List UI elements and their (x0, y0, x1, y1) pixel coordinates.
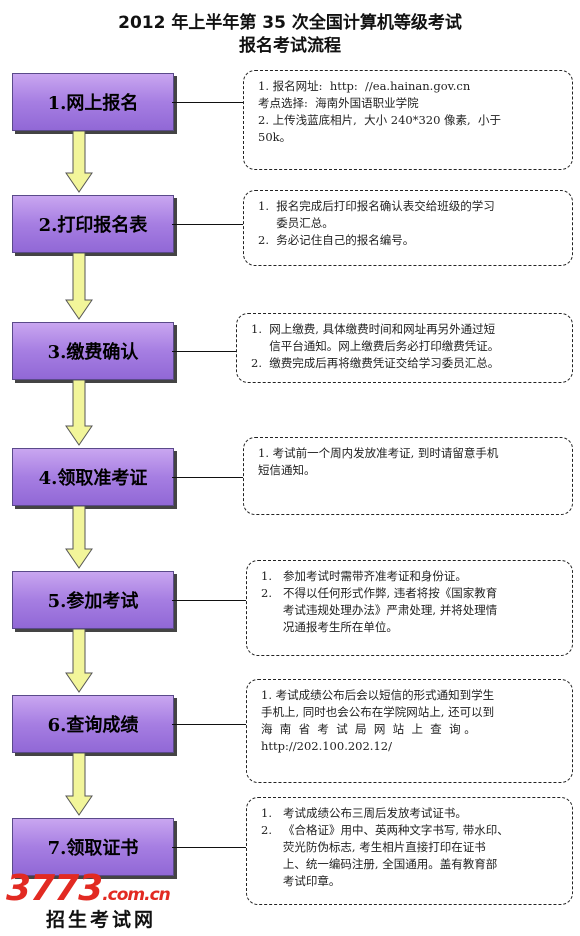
note-box-2: 1. 报名完成后打印报名确认表交给班级的学习 委员汇总。 2. 务必记住自己的报名… (243, 190, 573, 266)
note-line: 手机上, 同时也会公布在学院网站上, 还可以到 (261, 705, 495, 719)
step-box-6: 6.查询成绩 (12, 695, 174, 753)
down-arrow-icon (65, 253, 93, 320)
down-arrow-icon (65, 506, 93, 569)
connector-line (172, 847, 246, 848)
connector-line (172, 102, 243, 103)
note-line: 考试印章。 (261, 874, 341, 888)
step-box-2: 2.打印报名表 (12, 195, 174, 253)
note-line: 委员汇总。 (258, 216, 334, 230)
step-box-3: 3.缴费确认 (12, 322, 174, 380)
step-label: 7.领取证书 (47, 838, 139, 859)
step-label: 3.缴费确认 (47, 342, 139, 363)
note-line: 上、统一编码注册, 全国通用。盖有教育部 (261, 857, 498, 871)
note-line: 2. 缴费完成后再将缴费凭证交给学习委员汇总。 (251, 356, 500, 370)
connector-line (172, 224, 243, 225)
note-line: 1. 参加考试时需带齐准考证和身份证。 (261, 569, 467, 583)
note-box-3: 1. 网上缴费, 具体缴费时间和网址再另外通过短 信平台通知。网上缴费后务必打印… (236, 313, 573, 383)
page-title: 2012 年上半年第 35 次全国计算机等级考试 (118, 13, 462, 33)
note-line: 1. 报名网址: http: //ea.hainan.gov.cn (258, 79, 471, 93)
step-box-4: 4.领取准考证 (12, 448, 174, 506)
logo-number: 3773 (6, 868, 103, 909)
step-box-5: 5.参加考试 (12, 571, 174, 629)
logo-subtitle: 招生考试网 (46, 909, 157, 931)
note-line: 1. 考试成绩公布三周后发放考试证书。 (261, 806, 467, 820)
note-box-6: 1. 考试成绩公布后会以短信的形式通知到学生手机上, 同时也会公布在学院网站上,… (246, 679, 573, 783)
step-box-1: 1.网上报名 (12, 73, 174, 131)
note-line: 2. 《合格证》用中、英两种文字书写, 带水印、 (261, 823, 509, 837)
note-line: 1. 报名完成后打印报名确认表交给班级的学习 (258, 199, 495, 213)
down-arrow-icon (65, 753, 93, 816)
note-line: 海 南 省 考 试 局 网 站 上 查 询 。 (261, 722, 476, 736)
down-arrow-icon (65, 380, 93, 446)
site-logo: 3773.com.cn (6, 868, 171, 909)
note-line: 考点选择: 海南外国语职业学院 (258, 96, 419, 110)
connector-line (172, 351, 236, 352)
note-line: 1. 网上缴费, 具体缴费时间和网址再另外通过短 (251, 322, 496, 336)
note-box-5: 1. 参加考试时需带齐准考证和身份证。 2. 不得以任何形式作弊, 违者将按《国家… (246, 560, 573, 656)
note-line: 2. 上传浅蓝底相片, 大小 240*320 像素, 小于 (258, 113, 502, 127)
logo-domain: .com.cn (102, 885, 171, 905)
step-label: 6.查询成绩 (47, 715, 139, 736)
step-label: 2.打印报名表 (38, 215, 148, 236)
step-label: 1.网上报名 (47, 93, 139, 114)
note-line: 考试违规处理办法》严肃处理, 并将处理情 (261, 603, 498, 617)
note-line: http://202.100.202.12/ (261, 739, 392, 753)
down-arrow-icon (65, 131, 93, 193)
note-line: 信平台通知。网上缴费后务必打印缴费凭证。 (251, 339, 500, 353)
note-line: 50k。 (258, 130, 292, 144)
step-label: 5.参加考试 (47, 591, 139, 612)
connector-line (172, 724, 246, 725)
note-line: 2. 务必记住自己的报名编号。 (258, 233, 415, 247)
connector-line (172, 600, 246, 601)
connector-line (172, 477, 243, 478)
note-line: 荧光防伪标志, 考生相片直接打印在证书 (261, 840, 486, 854)
note-box-1: 1. 报名网址: http: //ea.hainan.gov.cn 考点选择: 海… (243, 70, 573, 170)
note-line: 2. 不得以任何形式作弊, 违者将按《国家教育 (261, 586, 498, 600)
note-box-4: 1. 考试前一个周内发放准考证, 到时请留意手机短信通知。 (243, 437, 573, 515)
note-line: 短信通知。 (258, 463, 316, 477)
note-line: 况通报考生所在单位。 (261, 620, 398, 634)
down-arrow-icon (65, 629, 93, 693)
step-box-7: 7.领取证书 (12, 818, 174, 876)
page-subtitle: 报名考试流程 (239, 36, 341, 56)
note-line: 1. 考试成绩公布后会以短信的形式通知到学生 (261, 688, 495, 702)
note-line: 1. 考试前一个周内发放准考证, 到时请留意手机 (258, 446, 499, 460)
note-box-7: 1. 考试成绩公布三周后发放考试证书。 2. 《合格证》用中、英两种文字书写, 带… (246, 797, 573, 905)
step-label: 4.领取准考证 (38, 468, 148, 489)
